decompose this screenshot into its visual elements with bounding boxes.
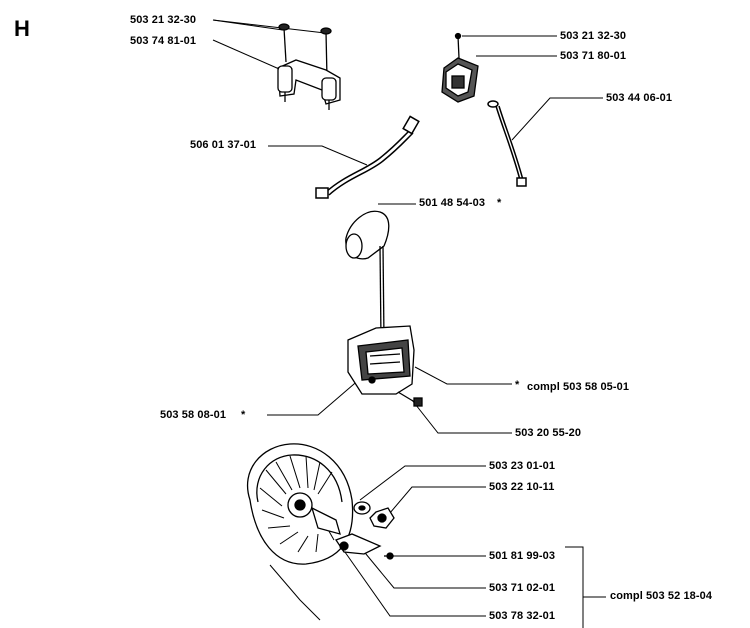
ignition-coil-part xyxy=(345,210,423,407)
clamp-part xyxy=(277,23,341,110)
label-coil-compl-star: * xyxy=(515,379,520,391)
label-washer: 503 23 01-01 xyxy=(489,460,556,472)
label-nut: 503 22 10-11 xyxy=(489,481,555,493)
label-clamp-top-left: 503 74 81-01 xyxy=(130,35,197,47)
label-spark-cap: 501 48 54-03 xyxy=(419,197,486,209)
leader-lines xyxy=(212,19,606,628)
pawl-spring xyxy=(335,533,394,560)
label-coil-body: 503 58 08-01 xyxy=(160,409,227,421)
switch-part xyxy=(441,32,479,103)
label-screw-top-left: 503 21 32-30 xyxy=(130,14,197,26)
label-screw-small: 501 81 99-03 xyxy=(489,550,556,562)
label-coil-compl: compl 503 58 05-01 xyxy=(527,381,630,393)
label-cable-left: 506 01 37-01 xyxy=(190,139,257,151)
label-flywheel-compl: compl 503 52 18-04 xyxy=(610,590,713,602)
label-cable-right: 503 44 06-01 xyxy=(606,92,673,104)
flywheel-part xyxy=(246,443,354,565)
label-coil-body-star: * xyxy=(241,409,246,421)
section-letter: H xyxy=(14,16,30,41)
washer-nut xyxy=(353,501,395,529)
label-switch-top-right: 503 71 80-01 xyxy=(560,50,627,62)
label-spark-cap-star: * xyxy=(497,197,502,209)
cable-left xyxy=(315,115,420,199)
cable-right xyxy=(487,100,527,187)
label-screw-top-right: 503 21 32-30 xyxy=(560,30,627,42)
label-coil-screw: 503 20 55-20 xyxy=(515,427,582,439)
label-spring: 503 78 32-01 xyxy=(489,610,556,622)
label-pawl: 503 71 02-01 xyxy=(489,582,556,594)
